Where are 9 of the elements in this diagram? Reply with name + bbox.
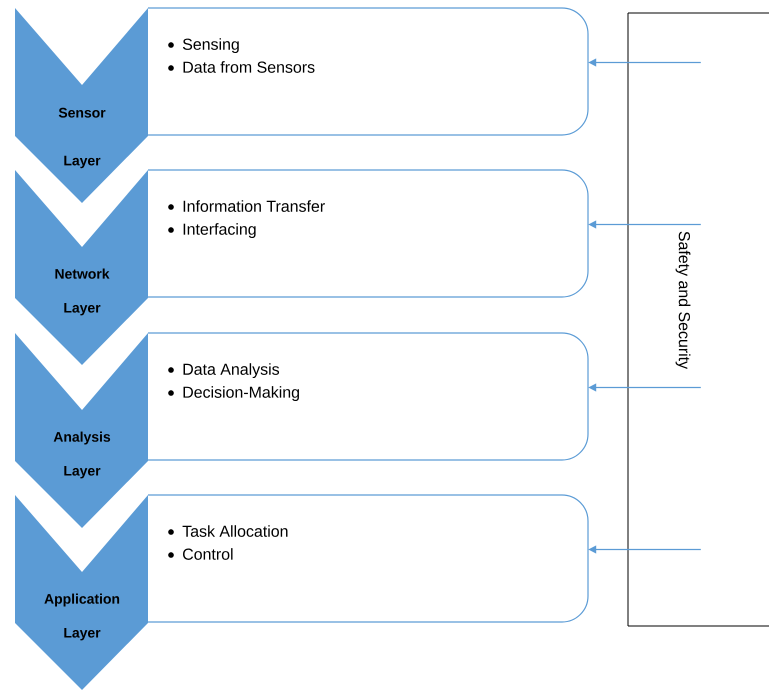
layer-band: Analysis Layer bbox=[15, 333, 148, 528]
content-box: Data Analysis Decision-Making bbox=[147, 332, 589, 461]
layer-band: Sensor Layer bbox=[15, 8, 148, 203]
content-box: Information Transfer Interfacing bbox=[147, 169, 589, 298]
layer-band: Application Layer bbox=[15, 495, 148, 690]
layer-band: Network Layer bbox=[15, 170, 148, 365]
side-box: Safety and Security bbox=[628, 12, 769, 626]
content-box: Sensing Data from Sensors bbox=[147, 7, 589, 136]
content-box: Task Allocation Control bbox=[147, 494, 589, 623]
